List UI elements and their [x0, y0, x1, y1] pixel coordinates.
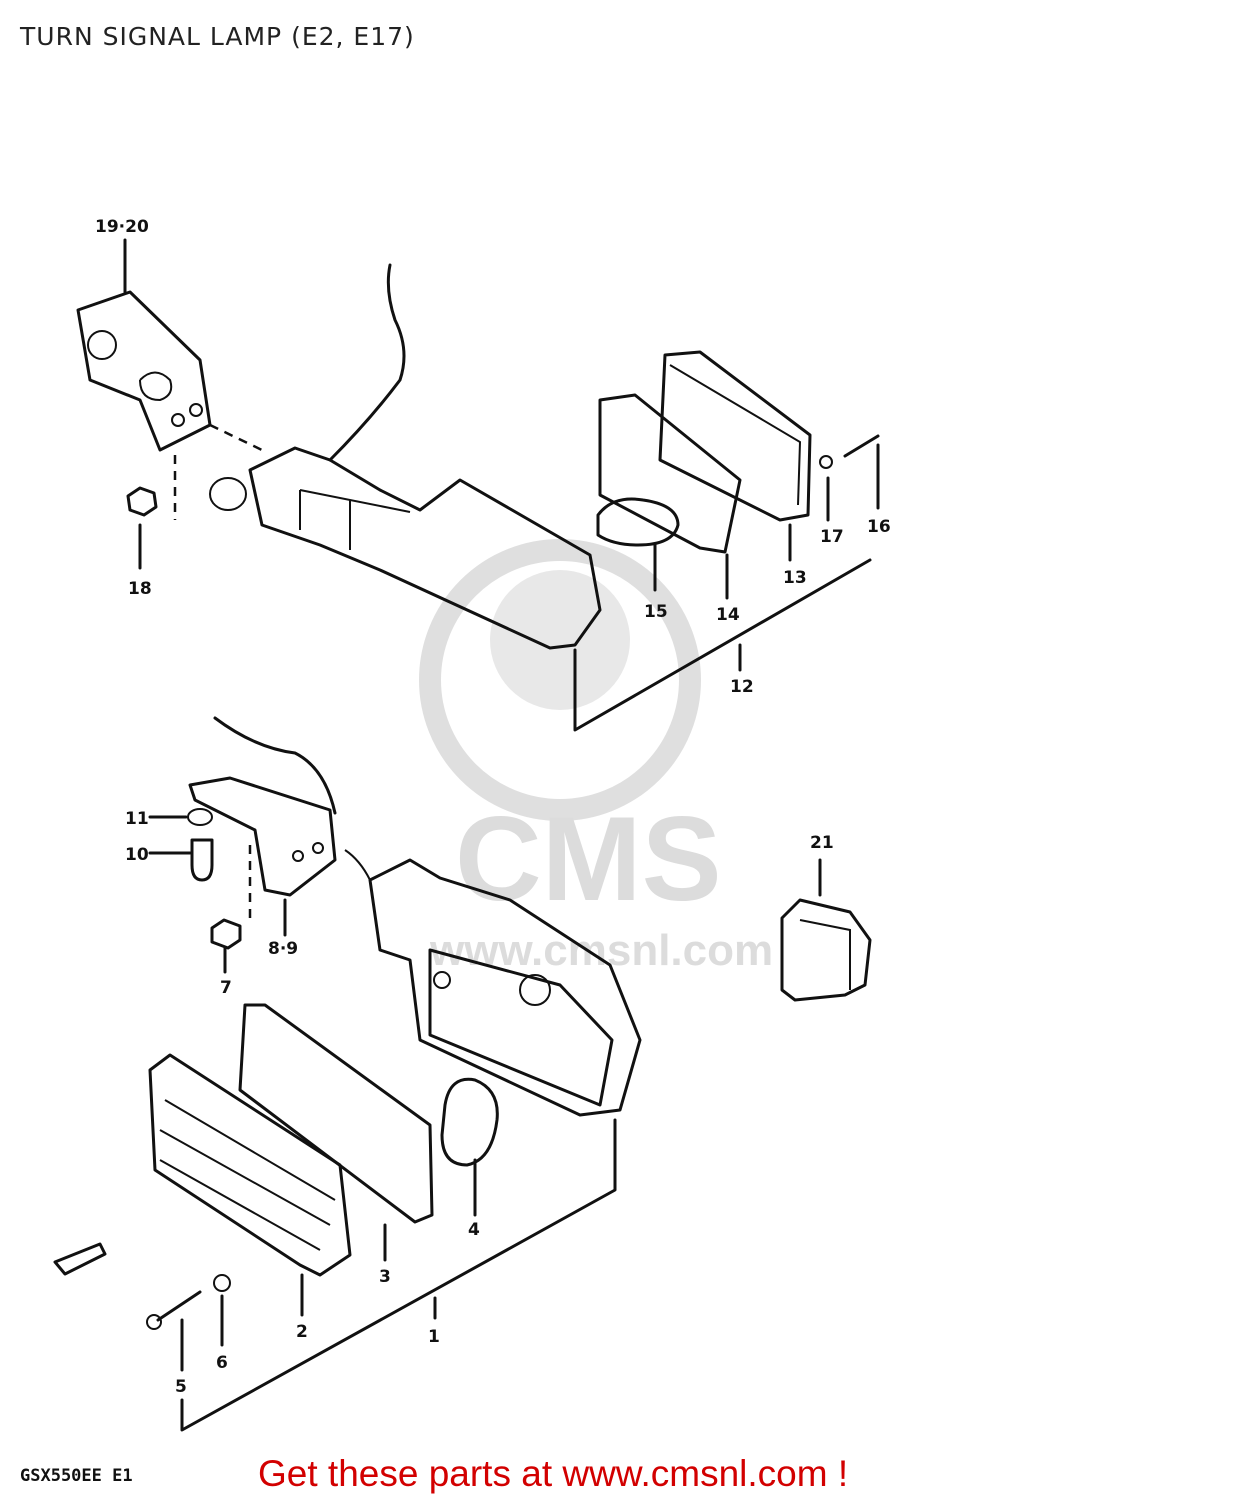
part-label-11: 11 [125, 809, 149, 829]
part-label-1: 1 [428, 1327, 440, 1347]
part-label-16: 16 [867, 517, 891, 537]
part-label-12: 12 [730, 677, 754, 697]
part-label-14: 14 [716, 605, 740, 625]
part-label-19-20: 19·20 [95, 217, 149, 237]
part-label-21: 21 [810, 833, 834, 853]
watermark-url-text: www.cmsnl.com [429, 926, 773, 975]
part-label-13: 13 [783, 568, 807, 588]
footer-parts-link[interactable]: Get these parts at www.cmsnl.com ! [258, 1453, 849, 1494]
part-label-3: 3 [379, 1267, 391, 1287]
part-label-6: 6 [216, 1353, 228, 1373]
part-label-5: 5 [175, 1377, 187, 1397]
part-label-18: 18 [128, 579, 152, 599]
page-title: TURN SIGNAL LAMP (E2, E17) [20, 22, 415, 51]
part-label-10: 10 [125, 845, 149, 865]
part-label-8-9: 8·9 [268, 939, 298, 959]
bracket-19-20 [76, 238, 212, 452]
lower-lamp-body [344, 849, 642, 1117]
watermark-logo-text: CMS [455, 792, 722, 926]
model-code: GSX550EE E1 [20, 1466, 133, 1486]
lower-bracket-parts [148, 716, 337, 974]
upper-lens-parts [573, 350, 880, 732]
nut-18 [126, 455, 177, 570]
upper-lamp-body [209, 263, 602, 650]
part-label-2: 2 [296, 1322, 308, 1342]
part-label-4: 4 [468, 1220, 480, 1240]
part-label-7: 7 [220, 978, 232, 998]
relay-21 [780, 858, 872, 1002]
cms-watermark: CMS www.cmsnl.com [419, 539, 773, 975]
part-label-17: 17 [820, 527, 844, 547]
lower-lens-parts [53, 1003, 617, 1432]
part-label-15: 15 [644, 602, 668, 622]
